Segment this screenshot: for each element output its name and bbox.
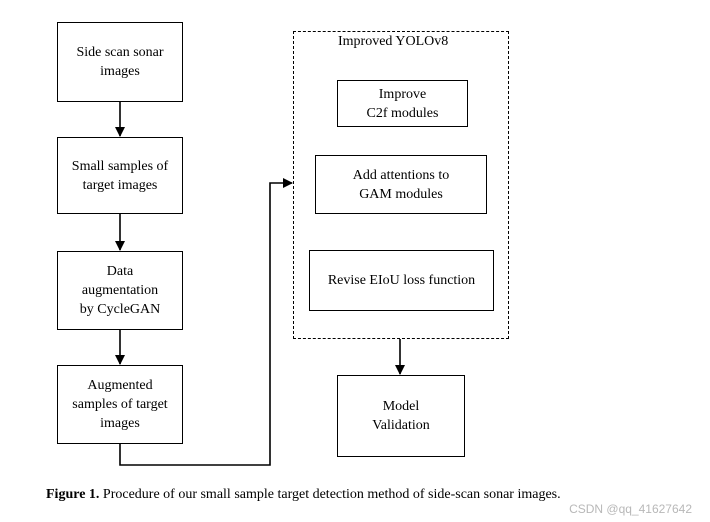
module2-line2: GAM modules: [359, 186, 443, 202]
step-data-augmentation: Data augmentation by CycleGAN: [57, 251, 183, 330]
step-augmented-samples: Augmented samples of target images: [57, 365, 183, 444]
validation-line2: Validation: [372, 418, 430, 433]
step-side-scan-sonar-images: Side scan sonar images: [57, 22, 183, 102]
figure-caption: Figure 1. Procedure of our small sample …: [46, 487, 561, 503]
step3-line1: Data: [106, 264, 134, 279]
module3-label: Revise EIoU loss function: [327, 273, 476, 288]
caption-text: Procedure of our small sample target det…: [102, 487, 561, 502]
step1-line1: Side scan sonar: [76, 45, 164, 60]
step4-line3: images: [100, 416, 140, 431]
step-small-samples: Small samples of target images: [57, 137, 183, 214]
module-gam-attention: Add attentions to GAM modules: [315, 155, 487, 214]
module1-line1: Improve: [378, 86, 427, 102]
step2-line1: Small samples of: [71, 158, 169, 174]
arrow-step4-to-yolo: [119, 178, 293, 466]
step4-line1: Augmented: [87, 378, 153, 393]
group-title: Improved YOLOv8: [338, 34, 449, 49]
module-eiou-loss: Revise EIoU loss function: [309, 250, 494, 311]
step1-line2: images: [100, 64, 140, 79]
module2-line1: Add attentions to: [352, 167, 450, 183]
caption-label: Figure 1.: [46, 487, 100, 502]
step2-line2: target images: [82, 177, 158, 193]
improved-yolov8-group: [293, 31, 509, 339]
step4-line2: samples of target: [72, 397, 168, 412]
step3-line3: by CycleGAN: [79, 302, 161, 317]
validation-line1: Model: [382, 399, 420, 414]
module1-line2: C2f modules: [366, 105, 439, 121]
step3-line2: augmentation: [81, 283, 159, 298]
watermark: CSDN @qq_41627642: [569, 502, 692, 516]
